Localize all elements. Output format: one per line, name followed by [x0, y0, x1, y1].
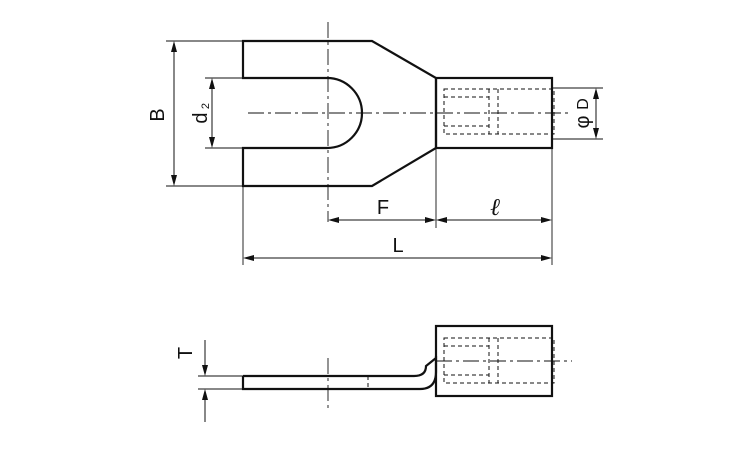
label-phi: φ: [572, 115, 594, 128]
L-arrow-left: [243, 255, 254, 261]
B-arrow-top: [171, 41, 177, 52]
top-view: [241, 22, 572, 222]
dimension-F-l: F ℓ: [328, 148, 553, 265]
F-arrow-left: [328, 217, 339, 223]
label-d2-subscript: 2: [200, 103, 212, 109]
T-arrow-bottom: [202, 389, 208, 400]
dimension-L: L: [242, 186, 552, 265]
phiD-arrow-top: [593, 88, 599, 99]
label-F: F: [377, 197, 389, 219]
phiD-arrow-bottom: [593, 128, 599, 139]
label-d2-group: d 2: [190, 103, 212, 124]
barrel-bore-hidden: [443, 88, 555, 135]
barrel-outline: [434, 76, 554, 150]
label-T: T: [175, 347, 197, 359]
label-l: ℓ: [490, 195, 500, 221]
dimension-d2: d 2: [190, 77, 243, 149]
dimension-B: B: [147, 40, 243, 187]
d2-arrow-top: [209, 78, 215, 89]
fork-outline: [241, 39, 438, 188]
l-arrow-left: [436, 217, 447, 223]
L-arrow-right: [541, 255, 552, 261]
plate-outline: [241, 356, 438, 391]
label-L: L: [392, 235, 403, 257]
d2-arrow-bottom: [209, 137, 215, 148]
side-barrel-outline: [434, 324, 554, 398]
dimension-T: T: [175, 340, 243, 422]
T-arrow-top: [202, 365, 208, 376]
B-arrow-bottom: [171, 175, 177, 186]
label-d2: d: [190, 112, 212, 123]
label-phiD-group: φ D: [572, 98, 594, 128]
l-arrow-right: [541, 217, 552, 223]
side-view: [241, 324, 572, 408]
side-barrel-bore: [443, 337, 555, 384]
label-B: B: [147, 108, 169, 121]
F-arrow-right: [425, 217, 436, 223]
dimension-phiD: φ D: [552, 87, 603, 140]
label-D: D: [575, 98, 592, 110]
